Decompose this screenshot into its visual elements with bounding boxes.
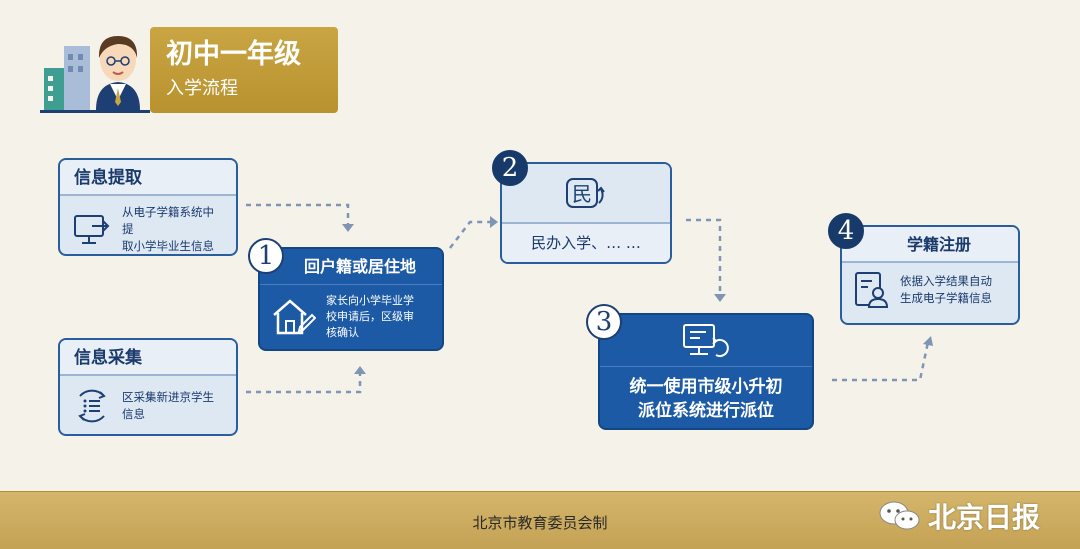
page-title: 初中一年级 <box>166 39 301 70</box>
step4-card: 学籍注册 依据入学结果自动 生成电子学籍信息 <box>840 225 1020 325</box>
info-collect-title: 信息采集 <box>60 340 236 376</box>
info-extract-title: 信息提取 <box>60 160 236 196</box>
step4-title: 学籍注册 <box>842 227 1018 263</box>
connector-step2-to-step3 <box>686 218 722 296</box>
step4-line-2: 生成电子学籍信息 <box>900 291 992 305</box>
step2-card: 民 民办入学、… … <box>500 162 672 264</box>
step2-text: 民办入学、… … <box>502 224 670 262</box>
step4-number: 4 <box>828 213 864 249</box>
id-card-icon <box>855 272 889 308</box>
step1-title: 回户籍或居住地 <box>260 249 442 285</box>
house-pen-icon <box>273 299 316 335</box>
brand-name: 北京日报 <box>928 501 1041 534</box>
list-cycle-icon <box>78 389 106 423</box>
step3-line-1: 统一使用市级小升初 <box>629 377 783 397</box>
arrowhead-step3 <box>714 294 726 302</box>
header-illustration <box>40 36 150 118</box>
min-glyph-icon: 民 <box>566 178 605 208</box>
brand-watermark: 北京日报 <box>878 496 1040 536</box>
step3-card: 统一使用市级小升初 派位系统进行派位 <box>598 313 814 430</box>
info-extract-line-1: 从电子学籍系统中提 <box>122 205 214 236</box>
student-avatar-icon <box>96 36 140 110</box>
arrowhead-step1-bottom <box>354 366 366 374</box>
info-extract-line-2: 取小学毕业生信息 <box>122 239 214 253</box>
monitor-arrow-icon <box>74 214 110 244</box>
step1-line-2: 校申请后，区级审 <box>326 310 414 323</box>
info-collect-text: 区采集新进京学生信息 <box>122 390 214 421</box>
building-icon <box>40 46 150 113</box>
arrowhead-step1-top <box>342 224 354 232</box>
step1-number: 1 <box>248 238 284 274</box>
connector-extract-to-step1 <box>246 203 350 226</box>
step3-line-2: 派位系统进行派位 <box>638 401 774 421</box>
step3-number: 3 <box>586 304 622 340</box>
title-banner: 初中一年级 入学流程 <box>150 27 338 113</box>
connector-step1-to-step2 <box>449 220 490 249</box>
step1-line-1: 家长向小学毕业学 <box>326 294 414 307</box>
arrowhead-step2 <box>490 216 498 228</box>
info-extract-card: 信息提取 从电子学籍系统中提 取小学毕业生信息 <box>58 158 238 256</box>
connector-step3-to-step4 <box>832 341 930 382</box>
wechat-icon <box>879 501 920 530</box>
computer-refresh-icon <box>683 323 729 357</box>
connector-collect-to-step1 <box>246 372 362 394</box>
step1-line-3: 核确认 <box>326 326 359 339</box>
page-subtitle: 入学流程 <box>166 78 238 99</box>
footer-credit: 北京市教育委员会制 <box>472 514 608 532</box>
info-collect-card: 信息采集 区采集新进京学生信息 <box>58 338 238 436</box>
step2-number: 2 <box>492 150 528 186</box>
step1-card: 回户籍或居住地 家长向小学毕业学 校申请后，区级审 核确认 <box>258 247 444 351</box>
min-glyph: 民 <box>572 182 592 206</box>
step4-line-1: 依据入学结果自动 <box>900 274 992 288</box>
arrowhead-step4 <box>923 336 933 346</box>
